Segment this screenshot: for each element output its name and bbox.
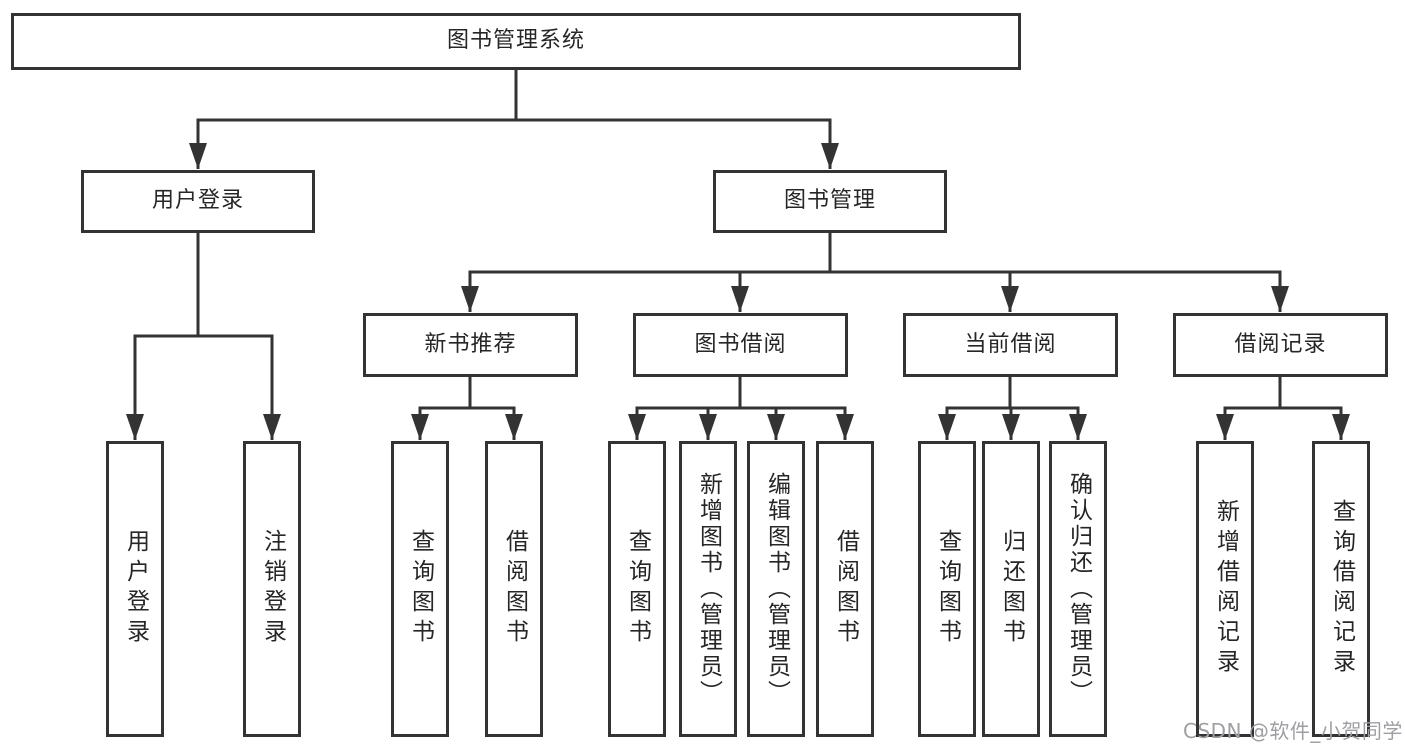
leaf-query-books-recommend: 查询图书: [391, 441, 449, 737]
tree-edges: [133, 70, 1343, 440]
arrowhead-icons: [126, 143, 1350, 440]
leaf-query-borrow-record: 查询借阅记录: [1312, 441, 1370, 737]
leaf-edit-books-admin: 编辑图书（管理员）: [747, 441, 805, 737]
leaf-add-borrow-record: 新增借阅记录: [1196, 441, 1254, 737]
node-borrow-records: 借阅记录: [1173, 313, 1388, 377]
node-root-system: 图书管理系统: [11, 13, 1021, 70]
node-book-management-branch: 图书管理: [713, 170, 947, 233]
leaf-borrow-books-recommend: 借阅图书: [485, 441, 543, 737]
node-book-borrow: 图书借阅: [633, 313, 848, 377]
csdn-watermark: CSDN @软件_小贺同学: [1183, 719, 1403, 743]
node-user-login-branch: 用户登录: [81, 170, 315, 233]
leaf-confirm-return-admin: 确认归还（管理员）: [1049, 441, 1107, 737]
leaf-user-login: 用户登录: [106, 441, 164, 737]
node-new-book-recommend: 新书推荐: [363, 313, 578, 377]
leaf-query-books-current: 查询图书: [918, 441, 976, 737]
leaf-borrow-books: 借阅图书: [816, 441, 874, 737]
leaf-add-books-admin: 新增图书（管理员）: [679, 441, 737, 737]
leaf-query-books-borrow: 查询图书: [608, 441, 666, 737]
node-current-borrow: 当前借阅: [903, 313, 1118, 377]
leaf-logout: 注销登录: [243, 441, 301, 737]
leaf-return-books: 归还图书: [982, 441, 1040, 737]
